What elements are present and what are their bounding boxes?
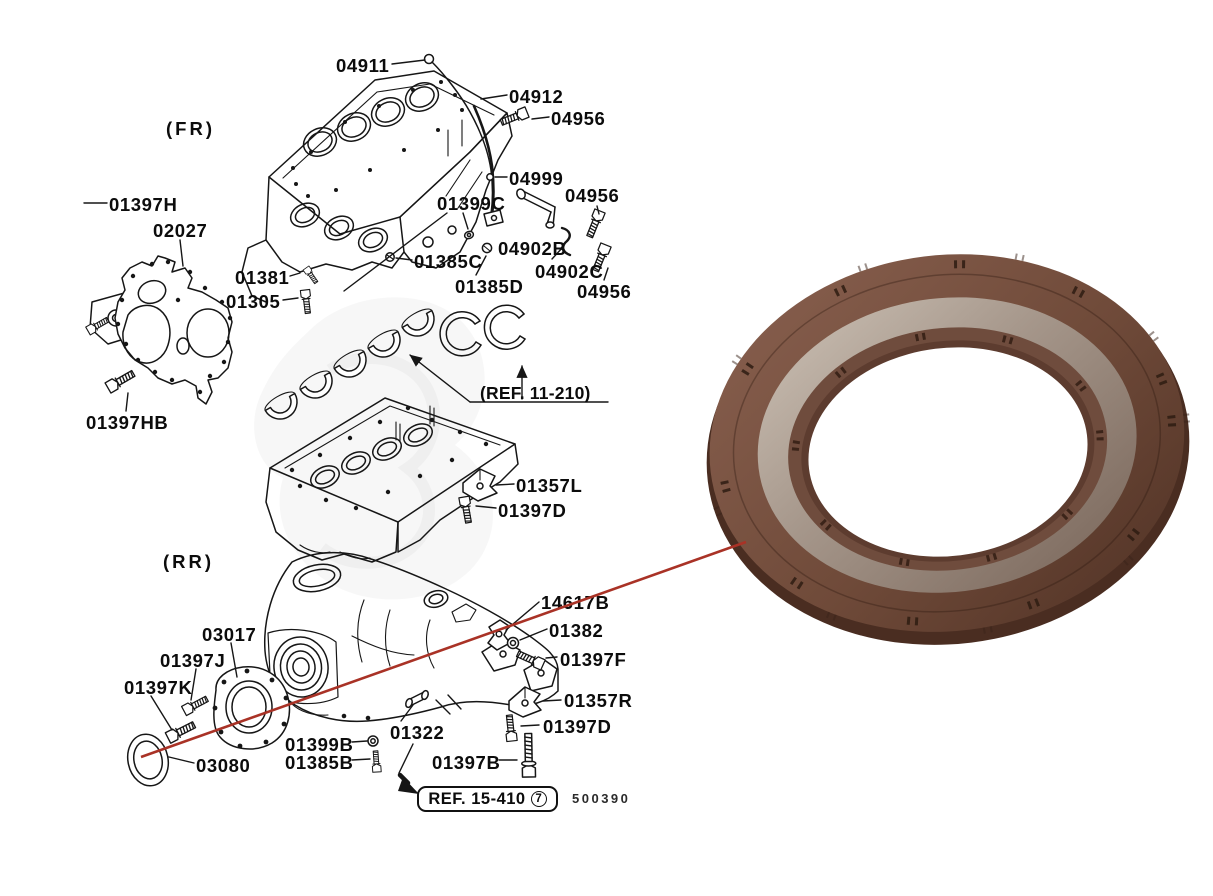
callout-03017: 03017 (202, 624, 257, 645)
callout-RR: (RR) (163, 551, 215, 572)
oil-pipe-drawing (516, 188, 572, 257)
callout-04902C: 04902C (535, 261, 604, 282)
callout-01381: 01381 (235, 267, 290, 288)
callout-01322: 01322 (390, 722, 445, 743)
callout-01397K: 01397K (124, 677, 193, 698)
callout-01385B: 01385B (285, 752, 354, 773)
bracket-01357l-drawing (462, 468, 498, 502)
seal-outer-notches (717, 260, 1177, 626)
plug-01385d-drawing (481, 242, 493, 254)
callout-03080: 03080 (196, 755, 251, 776)
callout-01397B: 01397B (432, 752, 501, 773)
gasket-02027-drawing (114, 255, 233, 405)
callout-01397J: 01397J (160, 650, 226, 671)
callout-04999: 04999 (509, 168, 564, 189)
oring-04999-drawing (486, 173, 494, 181)
callout-04956: 04956 (551, 108, 606, 129)
callout-01305: 01305 (226, 291, 281, 312)
callout-01397H: 01397H (109, 194, 178, 215)
ref-15-410-box: REF. 15-410 7 (417, 786, 558, 812)
callout-FR: (FR) (166, 118, 215, 139)
callout-01385C: 01385C (414, 251, 483, 272)
oil-level-gauge-drawing (423, 53, 504, 227)
sheet-code: 500390 (572, 791, 631, 806)
oil-seal-photo (703, 248, 1191, 645)
callout-01382: 01382 (549, 620, 604, 641)
grommet-01399c-drawing (463, 230, 475, 240)
callout-01397D: 01397D (498, 500, 567, 521)
callout-04911: 04911 (336, 55, 390, 76)
callout-01397D: 01397D (543, 716, 612, 737)
callout-04912: 04912 (509, 86, 564, 107)
callout-01357R: 01357R (564, 690, 633, 711)
callout-REF11-210: (REF. 11-210) (480, 383, 591, 403)
callout-01399C: 01399C (437, 193, 506, 214)
callout-01385D: 01385D (455, 276, 524, 297)
ref-box-label: REF. 15-410 (428, 789, 526, 808)
callout-04902B: 04902B (498, 238, 567, 259)
ref-11-210-arrows (409, 354, 609, 403)
callout-04956: 04956 (565, 185, 620, 206)
thrust-washers-drawing (439, 304, 526, 357)
callout-01397F: 01397F (560, 649, 627, 670)
main-bearing-shells-drawing (264, 304, 526, 420)
callout-02027: 02027 (153, 220, 208, 241)
seal-bore-opening (808, 347, 1088, 557)
callout-14617B: 14617B (541, 592, 610, 613)
clamp-04902c-drawing (560, 226, 572, 257)
ref-box-circled-number: 7 (530, 791, 547, 807)
callout-04956: 04956 (577, 281, 632, 302)
ref-box-arrow (397, 772, 419, 794)
callout-01397HB: 01397HB (86, 412, 169, 433)
callout-01357L: 01357L (516, 475, 583, 496)
